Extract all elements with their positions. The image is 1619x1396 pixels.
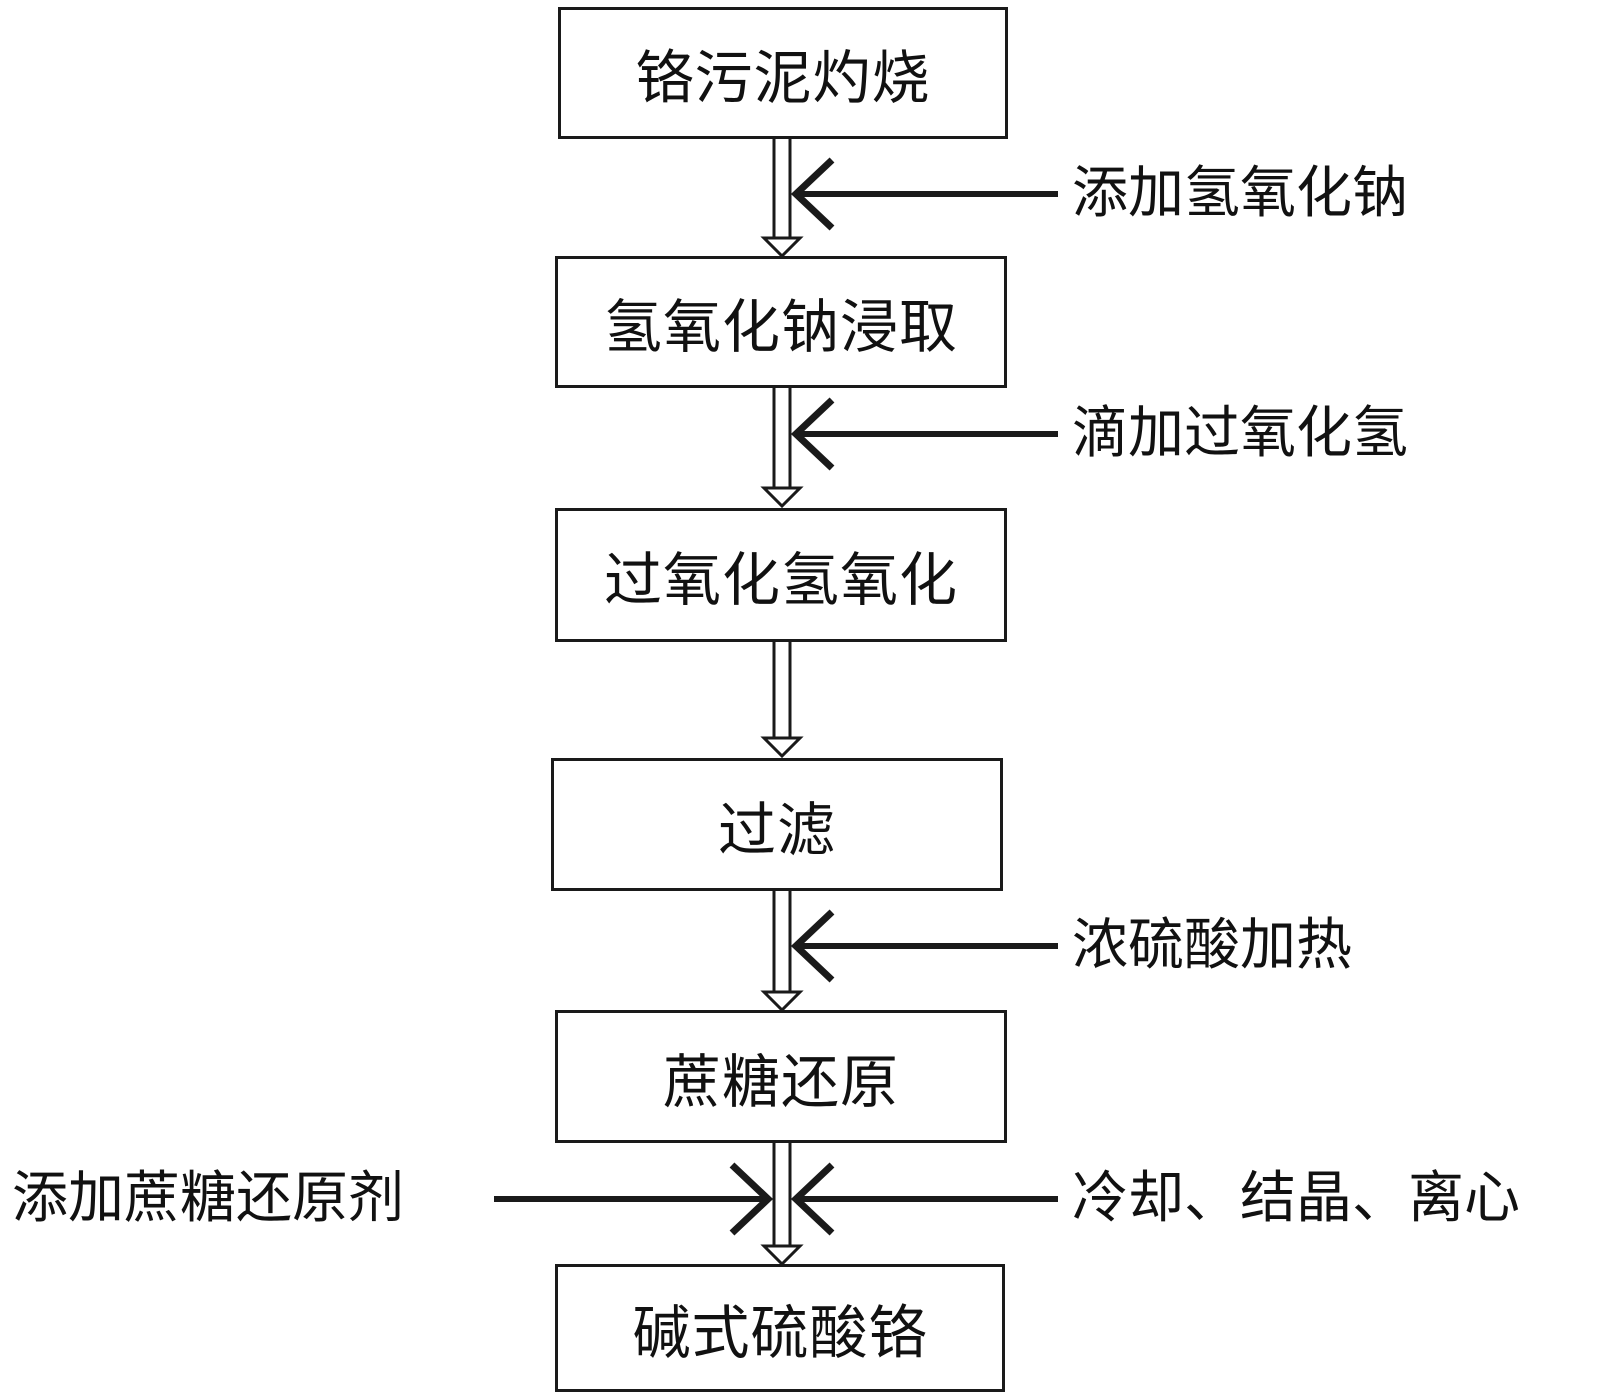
step-label: 碱式硫酸铬 bbox=[632, 1299, 928, 1367]
step-box-filtration: 过滤 bbox=[551, 758, 1003, 891]
flow-arrow-2 bbox=[760, 388, 804, 509]
flow-arrow-1 bbox=[760, 137, 804, 259]
input-label-conc-h2so4-heat: 浓硫酸加热 bbox=[1072, 913, 1352, 978]
step-box-sucrose-reduction: 蔗糖还原 bbox=[555, 1010, 1007, 1143]
flow-arrow-5 bbox=[760, 1143, 804, 1267]
step-box-basic-chromium-sulfate: 碱式硫酸铬 bbox=[555, 1264, 1005, 1392]
step-label: 过滤 bbox=[717, 795, 836, 864]
input-arrow-cool-crystallize-centrifuge bbox=[790, 1162, 1058, 1236]
step-label: 铬污泥灼烧 bbox=[635, 44, 931, 112]
input-arrow-add-naoh bbox=[790, 157, 1058, 231]
step-label: 过氧化氢氧化 bbox=[603, 546, 958, 614]
input-label-add-sucrose-reductant: 添加蔗糖还原剂 bbox=[12, 1166, 404, 1231]
input-arrow-drip-h2o2 bbox=[790, 397, 1058, 471]
step-box-h2o2-oxidation: 过氧化氢氧化 bbox=[555, 508, 1007, 642]
step-box-naoh-leaching: 氢氧化钠浸取 bbox=[555, 256, 1007, 388]
input-label-drip-h2o2: 滴加过氧化氢 bbox=[1072, 401, 1408, 466]
input-arrow-add-sucrose-reductant bbox=[494, 1162, 774, 1236]
step-box-sludge-calcination: 铬污泥灼烧 bbox=[558, 7, 1008, 139]
flow-arrow-4 bbox=[760, 891, 804, 1013]
step-label: 氢氧化钠浸取 bbox=[603, 293, 958, 361]
flow-arrow-3 bbox=[760, 642, 804, 759]
step-label: 蔗糖还原 bbox=[662, 1047, 899, 1116]
input-label-cool-crystallize-centrifuge: 冷却、结晶、离心 bbox=[1072, 1166, 1520, 1231]
input-arrow-conc-h2so4-heat bbox=[790, 909, 1058, 983]
input-label-add-naoh: 添加氢氧化钠 bbox=[1072, 161, 1408, 226]
